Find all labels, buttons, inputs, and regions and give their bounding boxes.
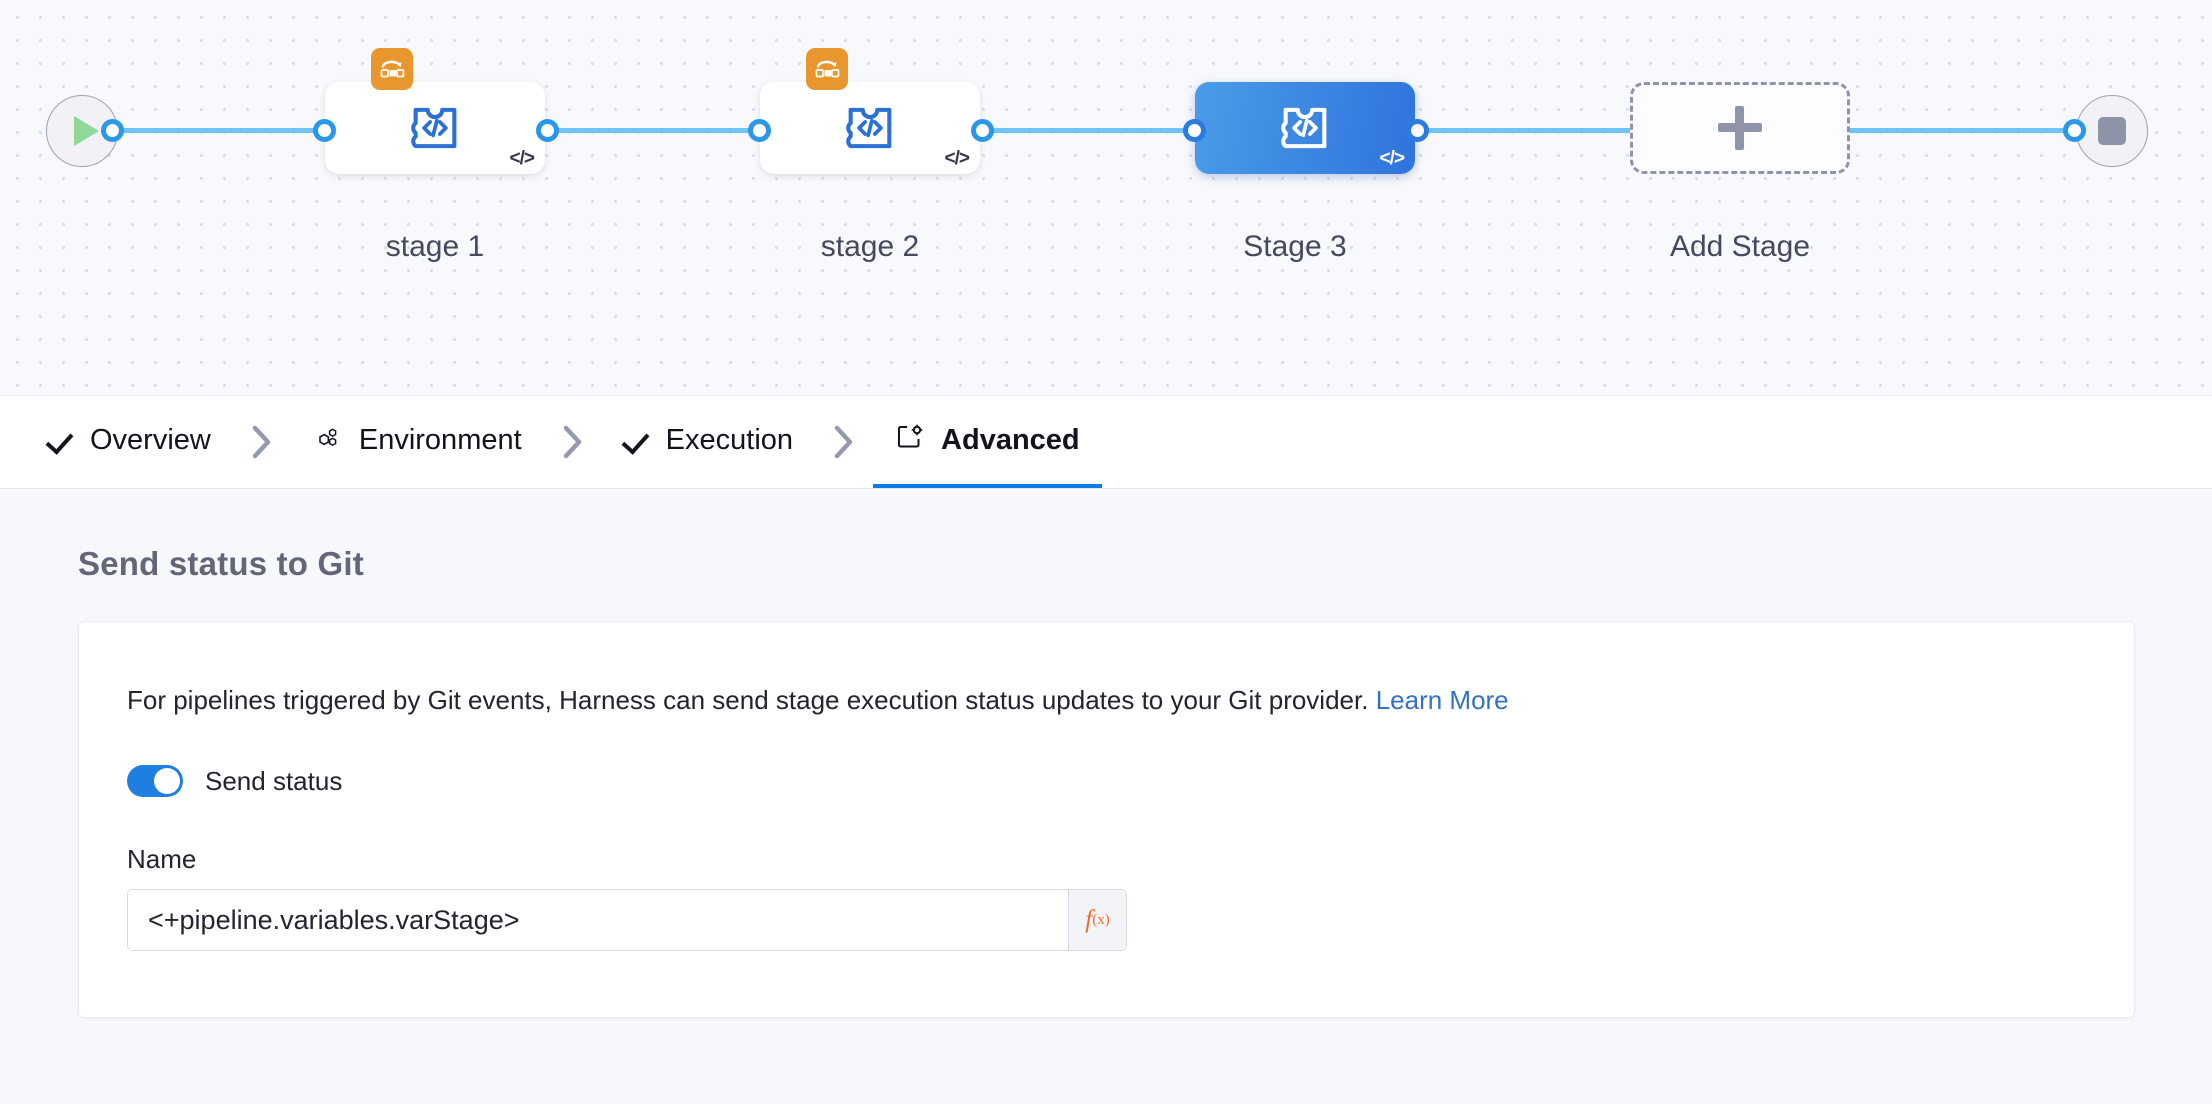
- connector-stage2-to-stage3: [980, 128, 1205, 133]
- tab-overview[interactable]: Overview: [26, 396, 233, 488]
- add-stage-node[interactable]: [1630, 82, 1850, 174]
- pipeline-canvas[interactable]: </> stage 1 </>: [0, 0, 2212, 396]
- page-title: Send status to Git: [78, 545, 364, 582]
- send-status-toggle-label: Send status: [205, 765, 343, 796]
- tab-advanced-label: Advanced: [941, 423, 1080, 456]
- tab-execution-label: Execution: [665, 423, 794, 456]
- advanced-tab-panel: Send status to Git For pipelines trigger…: [0, 489, 2212, 1104]
- pipeline-graph: </> stage 1 </>: [0, 0, 2212, 395]
- toggle-knob: [154, 768, 180, 795]
- learn-more-link[interactable]: Learn More: [1375, 685, 1509, 715]
- stage-node-stage-3[interactable]: </>: [1195, 82, 1415, 174]
- stage-runtime-code-marker: </>: [944, 148, 971, 169]
- stage-2-input-port[interactable]: [748, 119, 771, 142]
- start-node-port[interactable]: [101, 119, 124, 142]
- stage-label-stage-2: stage 2: [820, 230, 920, 263]
- tab-execution[interactable]: Execution: [602, 396, 815, 488]
- stage-3-output-port[interactable]: [1406, 119, 1429, 142]
- end-node-port[interactable]: [2063, 119, 2086, 142]
- tab-environment-label: Environment: [358, 423, 522, 456]
- stage-label-stage-1: stage 1: [385, 230, 485, 263]
- send-status-description: For pipelines triggered by Git events, H…: [127, 682, 2086, 718]
- check-icon: [48, 427, 74, 453]
- matrix-looping-strategy-icon: [371, 48, 413, 90]
- stop-icon: [2098, 117, 2126, 145]
- add-stage-label: Add Stage: [1669, 230, 1811, 263]
- stage-runtime-code-marker: </>: [1379, 148, 1406, 169]
- custom-stage-icon: [846, 107, 892, 149]
- connector-stage1-to-stage2: [545, 128, 770, 133]
- expression-fx-button[interactable]: f(x): [1068, 890, 1126, 951]
- stage-1-output-port[interactable]: [536, 119, 559, 142]
- send-status-to-git-card: For pipelines triggered by Git events, H…: [78, 621, 2135, 1019]
- name-field-wrapper: f(x): [127, 889, 1127, 952]
- stage-2-output-port[interactable]: [971, 119, 994, 142]
- stage-runtime-code-marker: </>: [509, 148, 536, 169]
- send-status-toggle[interactable]: [127, 765, 183, 798]
- end-node[interactable]: [2076, 95, 2148, 167]
- send-status-toggle-row: Send status: [127, 765, 2086, 798]
- custom-stage-icon: [411, 107, 457, 149]
- stage-config-tabbar: Overview Environment Execution: [0, 396, 2212, 489]
- connector-start-to-stage1: [110, 128, 335, 133]
- plus-icon: [1718, 106, 1762, 150]
- environment-hexagon-icon: [313, 423, 343, 458]
- play-icon: [73, 116, 99, 146]
- advanced-gear-icon: [895, 423, 925, 458]
- connector-stage3-to-addstage: [1415, 128, 1640, 133]
- stage-label-stage-3: Stage 3: [1243, 230, 1347, 263]
- custom-stage-icon: [1281, 107, 1327, 149]
- matrix-looping-strategy-icon: [806, 48, 848, 90]
- stage-node-stage-1[interactable]: </>: [325, 48, 545, 174]
- chevron-right-icon: [233, 396, 291, 488]
- stage-1-input-port[interactable]: [313, 119, 336, 142]
- chevron-right-icon: [544, 396, 602, 488]
- connector-addstage-to-end: [1850, 128, 2075, 133]
- check-icon: [624, 427, 650, 453]
- name-input[interactable]: [128, 890, 1068, 951]
- name-field-label: Name: [127, 844, 197, 875]
- tab-advanced[interactable]: Advanced: [873, 396, 1102, 488]
- chevron-right-icon: [815, 396, 873, 488]
- tab-environment[interactable]: Environment: [291, 396, 544, 488]
- stage-3-input-port[interactable]: [1183, 119, 1206, 142]
- send-status-description-text: For pipelines triggered by Git events, H…: [127, 685, 1376, 715]
- stage-node-stage-2[interactable]: </>: [760, 48, 980, 174]
- tab-overview-label: Overview: [90, 423, 211, 456]
